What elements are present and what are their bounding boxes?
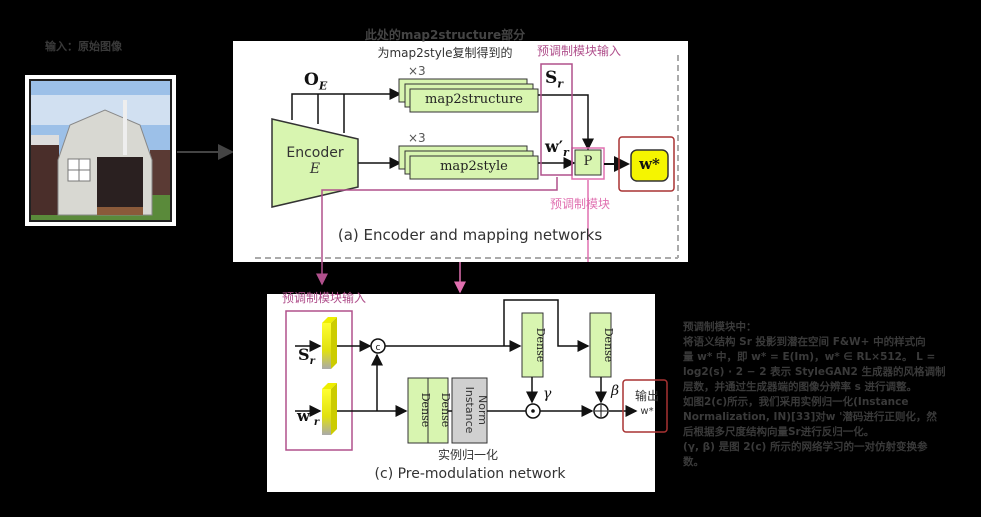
caption-c: (c) Pre-modulation network [374,466,566,482]
note-line: 预调制模块中： [683,321,757,333]
times3-bottom: ×3 [408,131,426,145]
map2structure-stack [398,78,539,113]
note-line: 量 w* 中，即 w* = E(Im)，w* ∈ RL×512。 L = [683,351,936,363]
premod-block-label: 预调制模块 [550,197,611,211]
map2structure-label: map2structure [425,92,523,107]
oe-label: OE [304,70,328,93]
p-block [574,149,602,176]
premod-input-highlight [540,63,573,176]
instance-norm [451,377,488,444]
sr-feature-block [322,317,337,369]
premod-input-box [285,310,353,451]
map2style-stack [398,145,539,180]
premod-input-label-a: 预调制模块输入 [537,44,622,58]
beta-label: β [611,383,620,399]
caption-a: (a) Encoder and mapping networks [337,226,603,244]
wr-feature-block [322,383,337,435]
encoder-label: Encoder E [286,145,344,177]
times3-top: ×3 [408,64,426,78]
wstar-block [630,149,669,182]
wr-label-c: w′r [297,407,320,428]
gamma-label: γ [543,386,552,402]
premod-input-label-c: 预调制模块输入 [282,291,367,305]
note-line: 层数，并通过生成器端的图像分辨率 s 进行调整。 [683,381,918,393]
dense-gamma-label: Dense [534,328,547,363]
instance-label: Instance [463,387,476,434]
input-image [25,75,176,226]
sr-label-c: Sr [298,345,315,368]
concat-label: c [376,343,381,353]
dense-2-label: Dense [439,393,452,428]
note-line: 数。 [683,456,704,468]
wstar-label: w* [639,155,660,173]
note-line: Normalization, IN)[33]对w '潜码进行正则化，然 [683,411,937,423]
encoder-block [271,118,359,208]
dense-beta-label: Dense [602,328,615,363]
note-line: (γ, β) 是图 2(c) 所示的网络学习的一对仿射变换参 [683,441,928,453]
wstar-highlight [618,136,675,192]
wr-label: w′r [545,137,569,160]
annotation-line-2: 为map2style复制得到的 [377,46,513,60]
p-label: P [583,154,593,169]
dense-1-label: Dense [419,393,432,428]
instance-norm-label: 实例归一化 [437,448,498,462]
note-line: 将语义结构 Sr 投影到潜在空间 F&W+ 中的样式向 [683,336,926,348]
shed-photo [29,79,172,222]
annotation-top: 此处的map2structure部分 为map2style复制得到的 [345,26,545,62]
explanation-notes: 预调制模块中： 将语义结构 Sr 投影到潜在空间 F&W+ 中的样式向 量 w*… [683,320,968,470]
note-line: log2(s) · 2 − 2 表示 StyleGAN2 生成器的风格调制 [683,366,946,378]
input-label: 输入：原始图像 [45,40,122,53]
norm-label: Norm [476,395,489,425]
annotation-line-1: 此处的map2structure部分 [364,28,526,42]
map2style-label: map2style [440,159,508,174]
note-line: 后根据多尺度结构向量Sr进行反归一化。 [683,426,875,438]
sr-label: Sr [545,68,564,91]
output-box [622,379,668,433]
note-line: 如图2(c)所示，我们采用实例归一化(Instance [683,396,909,408]
